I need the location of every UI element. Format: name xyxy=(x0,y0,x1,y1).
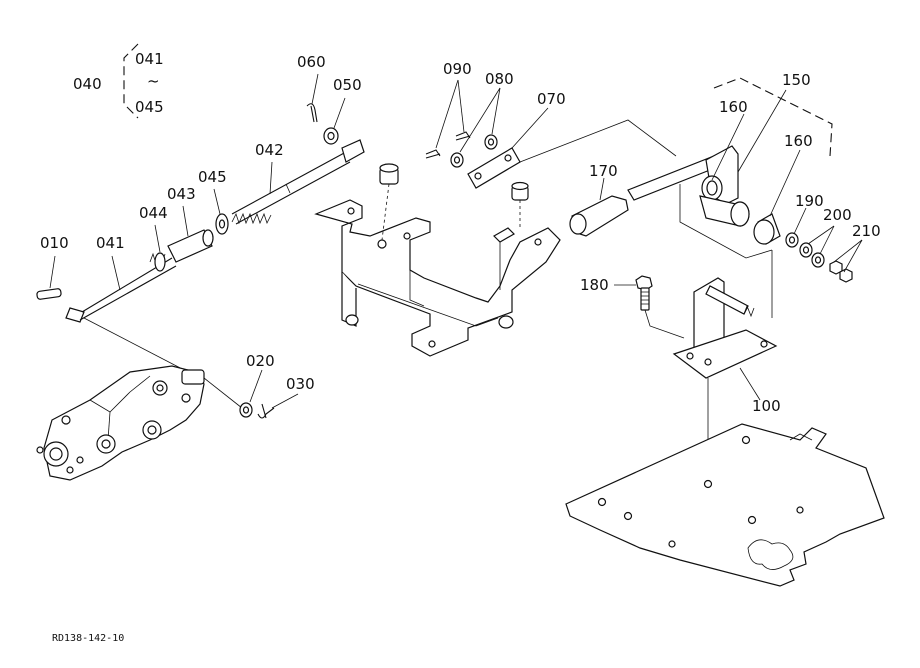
connection-line-rod-valve xyxy=(83,317,189,373)
leader-200-b xyxy=(819,225,835,255)
label-190: 190 xyxy=(795,192,824,210)
part-070-link-plate xyxy=(467,147,521,189)
label-041-range-start: 041 xyxy=(135,50,164,68)
leader-041 xyxy=(111,255,121,291)
part-bracket-pin-right xyxy=(511,181,529,201)
label-041: 041 xyxy=(96,234,125,252)
group-bracket-150 xyxy=(713,77,833,157)
label-010: 010 xyxy=(40,234,69,252)
label-170: 170 xyxy=(589,162,618,180)
label-044: 044 xyxy=(139,204,168,222)
label-150: 150 xyxy=(782,71,811,89)
label-100: 100 xyxy=(752,397,781,415)
leader-170 xyxy=(599,177,605,201)
leader-043 xyxy=(182,205,189,237)
label-030: 030 xyxy=(286,375,315,393)
leader-160-a xyxy=(711,113,745,181)
label-045: 045 xyxy=(198,168,227,186)
label-070: 070 xyxy=(537,90,566,108)
leader-010 xyxy=(49,255,56,289)
label-080: 080 xyxy=(485,70,514,88)
leader-190 xyxy=(793,207,807,235)
label-042: 042 xyxy=(255,141,284,159)
leader-080-b xyxy=(491,87,501,135)
leader-045 xyxy=(213,188,221,215)
part-020-washer xyxy=(239,402,253,418)
label-060: 060 xyxy=(297,53,326,71)
leader-160-b xyxy=(769,149,801,217)
label-050: 050 xyxy=(333,76,362,94)
leader-044 xyxy=(154,224,161,253)
part-floor-plate xyxy=(565,423,885,587)
leader-030 xyxy=(271,393,299,409)
part-190-washer xyxy=(785,232,799,248)
label-160-a: 160 xyxy=(719,98,748,116)
connection-line-bolt-bracket xyxy=(644,309,685,339)
part-170-grip xyxy=(569,195,629,237)
part-160-lever-arm xyxy=(627,145,750,227)
leader-060 xyxy=(311,73,319,105)
leader-050 xyxy=(333,97,346,129)
leader-080-a xyxy=(459,87,501,153)
drawing-reference-code: RD138-142-10 xyxy=(52,633,124,644)
connection-line-valve-washer xyxy=(203,377,243,409)
part-central-bracket xyxy=(314,199,561,357)
part-043-sleeve xyxy=(167,229,214,263)
label-160-b: 160 xyxy=(784,132,813,150)
leader-020 xyxy=(249,369,263,403)
label-210: 210 xyxy=(852,222,881,240)
connection-line-070-lever xyxy=(519,119,677,163)
connection-line-lever-bracket xyxy=(679,184,773,259)
part-010-pin xyxy=(36,288,62,300)
leader-090-a xyxy=(435,79,459,149)
label-045-range-end: 045 xyxy=(135,98,164,116)
label-020: 020 xyxy=(246,352,275,370)
label-043: 043 xyxy=(167,185,196,203)
part-042-rod xyxy=(231,139,365,225)
part-045-washer xyxy=(215,213,229,235)
leader-210-a xyxy=(833,239,863,263)
part-200-washers xyxy=(799,242,825,268)
part-bracket-pin-left xyxy=(379,163,399,185)
leader-070 xyxy=(511,107,549,149)
part-060-cotter-pin xyxy=(306,103,318,123)
label-range-mark: ~ xyxy=(147,72,160,90)
part-090-cotter-pins xyxy=(425,131,471,159)
leader-150 xyxy=(737,89,787,173)
leader-210-b xyxy=(843,239,863,273)
leader-100 xyxy=(739,367,761,401)
part-valve-body xyxy=(36,365,205,481)
label-040: 040 xyxy=(73,75,102,93)
label-200: 200 xyxy=(823,206,852,224)
part-044-spring xyxy=(149,252,166,272)
part-030-cotter-pin xyxy=(257,403,275,419)
group-bracket-040 xyxy=(123,43,139,119)
leader-042 xyxy=(269,161,273,195)
part-080-washers xyxy=(450,134,498,168)
part-180-bolt xyxy=(635,275,653,311)
label-180: 180 xyxy=(580,276,609,294)
part-160-bushing xyxy=(753,213,781,245)
part-100-mount-bracket xyxy=(672,277,778,379)
leader-090-b xyxy=(457,79,465,133)
leader-200-a xyxy=(807,225,835,245)
label-090: 090 xyxy=(443,60,472,78)
part-050-washer xyxy=(323,127,339,145)
